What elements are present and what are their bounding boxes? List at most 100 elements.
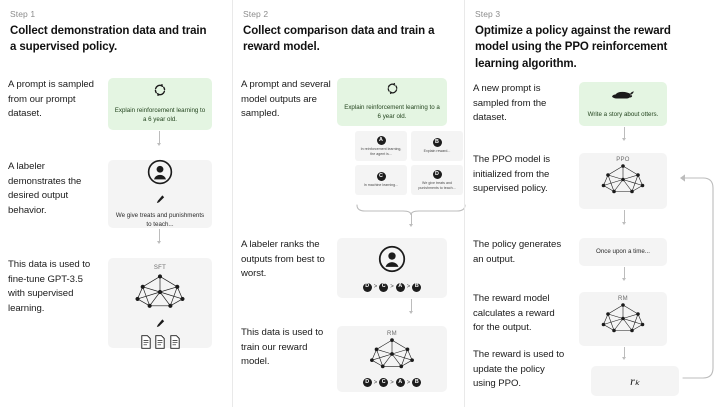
step-1-column: Step 1 Collect demonstration data and tr… — [0, 0, 232, 407]
step-3-row-1: A new prompt is sampled from the dataset… — [473, 82, 713, 126]
neural-net-icon — [368, 337, 416, 376]
rank-badge-2: C — [379, 378, 389, 387]
output-badge-c: C — [376, 172, 386, 182]
step-1-labeler-text: We give treats and punishments to teach.… — [115, 211, 205, 228]
step-2-prompt-card: Explain reinforcement learning to a 6 ye… — [337, 78, 447, 126]
step-3-column: Step 3 Optimize a policy against the rew… — [464, 0, 720, 407]
arrow-8 — [624, 347, 625, 358]
step-2-column: Step 2 Collect comparison data and train… — [232, 0, 467, 407]
step-2-caption-1: A prompt and several model outputs are s… — [241, 79, 331, 120]
pencil-icon — [155, 316, 166, 334]
step-3-reward-card: rₖ — [591, 366, 679, 396]
rank-badge-1: D — [362, 282, 372, 292]
rank-badge-4: B — [412, 378, 422, 387]
rank-separator: > — [406, 379, 411, 386]
arrow-2 — [159, 229, 160, 242]
step-2-caption-3: This data is used to train our reward mo… — [241, 327, 324, 368]
rank-badge-1: D — [362, 378, 372, 387]
step-2-prompt-text: Explain reinforcement learning to a 6 ye… — [344, 104, 440, 120]
step-3-ppo-card: PPO — [579, 153, 667, 209]
output-box-d: D We give treats and punishments to teac… — [411, 165, 463, 195]
step-3-row-3: The policy generates an output. Once upo… — [473, 238, 713, 267]
rank-separator: > — [373, 284, 378, 290]
step-3-caption-5: The reward is used to update the policy … — [473, 349, 565, 390]
step-2-row-2: A labeler ranks the outputs from best to… — [241, 238, 457, 298]
person-icon — [378, 245, 406, 278]
step-3-new-prompt-card: Write a story about otters. — [579, 82, 667, 126]
output-badge-a: A — [376, 135, 386, 145]
recycle-icon — [386, 82, 399, 100]
rank-separator: > — [373, 379, 378, 386]
pencil-icon — [155, 192, 166, 210]
output-text-a: In reinforcement learning, the agent is.… — [360, 146, 402, 156]
arrow-2-head — [156, 241, 161, 244]
neural-net-icon — [600, 163, 646, 201]
rank-separator: > — [406, 284, 411, 290]
step-2-outputs: A In reinforcement learning, the agent i… — [355, 131, 467, 195]
step-3-caption-3: The policy generates an output. — [473, 239, 562, 265]
arrow-7 — [624, 267, 625, 279]
step-2-title: Collect comparison data and train a rewa… — [243, 25, 435, 54]
document-icon — [169, 335, 181, 354]
step-1-prompt-card: Explain reinforcement learning to a 6 ye… — [108, 78, 212, 130]
step-1-caption-3: This data is used to fine-tune GPT-3.5 w… — [8, 259, 91, 314]
step-3-output-text: Once upon a time... — [596, 247, 650, 255]
rank-badge-3: A — [395, 282, 405, 292]
rank-separator: > — [390, 284, 394, 290]
step-3-title: Optimize a policy against the reward mod… — [475, 25, 671, 70]
rank-badge-3: A — [395, 378, 405, 387]
step-2-rm-card: RM D > C — [337, 326, 447, 392]
person-icon — [147, 159, 173, 190]
step-2-labeler-rank-card: D > C > A > B — [337, 238, 447, 298]
step-3-rm-card: RM — [579, 292, 667, 346]
step-1-title: Collect demonstration data and train a s… — [10, 25, 207, 54]
output-text-b: Explain reward... — [423, 149, 451, 154]
output-badge-b: B — [432, 138, 442, 148]
recycle-icon — [153, 83, 167, 102]
document-icon — [154, 335, 166, 354]
step-2-rm-label: RM — [387, 331, 397, 337]
arrow-1 — [159, 131, 160, 144]
step-3-caption-1: A new prompt is sampled from the dataset… — [473, 83, 547, 124]
step-3-row-2: The PPO model is initialized from the su… — [473, 153, 713, 209]
arrow-6-head — [621, 222, 626, 225]
otter-icon — [611, 89, 635, 107]
arrow-8-head — [621, 357, 626, 360]
arrow-4-head — [408, 311, 413, 314]
rank-badge-2: C — [379, 282, 389, 292]
step-1-row-2: A labeler demonstrates the desired outpu… — [8, 159, 224, 228]
output-box-c: C In machine learning... — [355, 165, 407, 195]
rank-separator: > — [390, 379, 394, 386]
arrow-3 — [411, 214, 412, 225]
document-icon — [140, 335, 152, 354]
step-1-sft-card: SFT — [108, 258, 212, 349]
step-3-row-5: The reward is used to update the policy … — [473, 348, 713, 392]
neural-net-icon — [134, 273, 186, 316]
step-1-caption-2: A labeler demonstrates the desired outpu… — [8, 161, 82, 216]
ranking-row: D > C > A > B — [362, 378, 422, 387]
step-1-label: Step 1 — [10, 9, 36, 19]
reward-formula: rₖ — [630, 373, 640, 388]
step-2-caption-2: A labeler ranks the outputs from best to… — [241, 239, 325, 280]
feedback-loop-arrow — [675, 170, 719, 390]
step-2-row-3: This data is used to train our reward mo… — [241, 326, 457, 392]
step-3-ppo-label: PPO — [616, 157, 630, 163]
rank-badge-4: B — [412, 282, 422, 292]
step-3-output-card: Once upon a time... — [579, 238, 667, 266]
arrow-5-head — [621, 138, 626, 141]
arrow-3-head — [408, 224, 413, 227]
step-1-row-1: A prompt is sampled from our prompt data… — [8, 78, 224, 130]
step-1-sft-label: SFT — [153, 265, 167, 271]
step-3-caption-2: The PPO model is initialized from the su… — [473, 154, 551, 195]
step-3-label: Step 3 — [475, 9, 501, 19]
step-1-caption-1: A prompt is sampled from our prompt data… — [8, 79, 94, 120]
step-3-rm-label: RM — [618, 296, 628, 302]
output-box-b: B Explain reward... — [411, 131, 463, 161]
step-1-labeler-card: We give treats and punishments to teach.… — [108, 159, 212, 228]
step-2-label: Step 2 — [243, 9, 269, 19]
step-1-row-3: This data is used to fine-tune GPT-3.5 w… — [8, 258, 224, 349]
output-badge-d: D — [432, 169, 442, 179]
step-3-row-4: The reward model calculates a reward for… — [473, 292, 713, 346]
arrow-5 — [624, 127, 625, 139]
